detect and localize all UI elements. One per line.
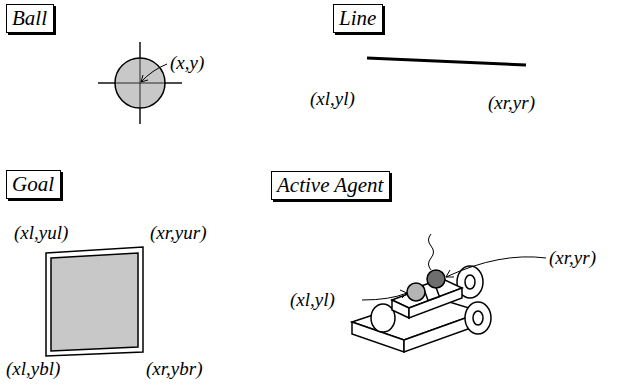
coordinate-label: (xr,yr): [488, 92, 535, 114]
title-box: Goal: [6, 170, 61, 199]
ball-figure: [98, 42, 182, 124]
coordinate-label: (xl,yl): [290, 289, 335, 311]
coordinate-label: (xl,ybl): [6, 358, 60, 380]
coordinate-label: (xl,yl): [310, 88, 355, 110]
goal-figure: [46, 247, 143, 356]
line-figure: [367, 58, 526, 65]
panel-title: Ball: [12, 6, 47, 30]
robot-figure: [352, 234, 546, 352]
coordinate-label: (xl,yul): [14, 222, 68, 244]
panel-title: Active Agent: [277, 173, 383, 197]
panel-title: Line: [339, 6, 376, 30]
panel-title: Goal: [12, 172, 54, 196]
coordinate-label: (xr,ybr): [146, 358, 202, 380]
title-box: Ball: [6, 4, 54, 33]
title-box: Active Agent: [271, 171, 390, 200]
coordinate-label: (x,y): [170, 52, 204, 74]
coordinate-label: (xr,yur): [150, 222, 206, 244]
title-box: Line: [333, 4, 383, 33]
coordinate-label: (xr,yr): [549, 247, 596, 269]
